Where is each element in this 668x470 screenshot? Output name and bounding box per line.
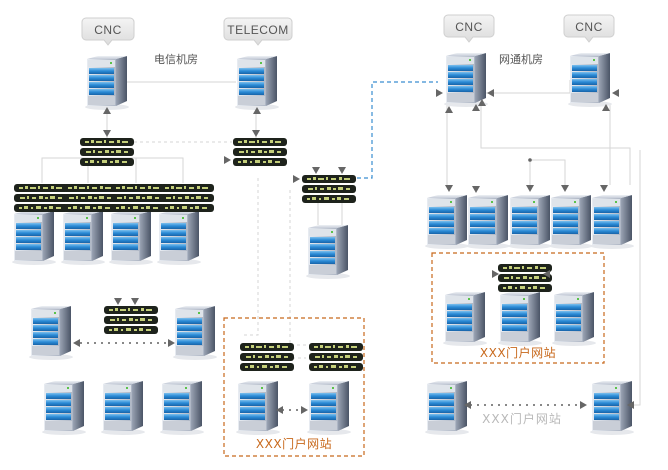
server-left-pair-1[interactable]	[29, 306, 73, 360]
arrow-down-icon	[312, 167, 320, 174]
switch-left-row-1[interactable]	[14, 184, 68, 212]
switch-core-mid[interactable]	[233, 138, 287, 166]
bubble-cnc-2-text: CNC	[455, 20, 483, 34]
bubble-cnc-1: CNC	[81, 17, 135, 46]
server-left-row-1[interactable]	[12, 211, 56, 265]
switch-portal-left-2[interactable]	[309, 343, 363, 371]
server-portal-left-1[interactable]	[236, 381, 280, 435]
arrow-left-icon	[73, 339, 80, 347]
server-left-bottom-1[interactable]	[42, 381, 86, 435]
server-left-pair-2[interactable]	[173, 306, 217, 360]
link-cnc-r4	[530, 159, 566, 185]
arrow-down-icon	[252, 130, 260, 137]
arrow-down-icon	[131, 298, 139, 305]
bubble-cnc-2: CNC	[443, 14, 495, 43]
portal-group-right-box	[431, 252, 605, 364]
switch-left-row-4[interactable]	[160, 184, 214, 212]
switch-portal-left-1[interactable]	[240, 343, 294, 371]
arrow-left-icon	[487, 89, 494, 97]
arrow-down-icon	[445, 185, 453, 192]
server-telecom-cnc[interactable]	[85, 56, 129, 110]
junction-dot	[528, 158, 532, 162]
server-left-row-2[interactable]	[61, 211, 105, 265]
arrow-right-icon	[436, 89, 443, 97]
server-right-bottom-1[interactable]	[425, 381, 469, 435]
portal-label-right-top: XXX门户网站	[480, 345, 556, 360]
bubble-cnc-1-text: CNC	[94, 23, 122, 37]
room-label-telecom: 电信机房	[154, 52, 198, 66]
portal-label-left: XXX门户网站	[256, 436, 332, 451]
arrow-down-icon	[103, 130, 111, 137]
server-left-row-3[interactable]	[109, 211, 153, 265]
arrow-down-icon	[561, 185, 569, 192]
arrow-down-icon	[338, 167, 346, 174]
arrow-down-icon	[472, 186, 480, 193]
server-right-bottom-2[interactable]	[590, 381, 634, 435]
switch-left-pair[interactable]	[104, 306, 158, 334]
portal-label-right-bottom: XXX门户网站	[482, 411, 562, 426]
bubble-telecom: TELECOM	[223, 17, 293, 46]
server-right-row-5[interactable]	[590, 195, 634, 249]
arrow-right-icon	[293, 175, 300, 183]
switch-aggregation[interactable]	[302, 175, 356, 203]
arrow-right-icon	[224, 156, 231, 164]
link-right-bottom	[628, 150, 641, 406]
server-right-row-4[interactable]	[549, 195, 593, 249]
server-cnc-2[interactable]	[568, 53, 612, 107]
server-left-row-4[interactable]	[157, 211, 201, 265]
server-portal-right-3[interactable]	[552, 292, 596, 346]
server-right-row-2[interactable]	[466, 195, 510, 249]
server-right-row-3[interactable]	[508, 195, 552, 249]
server-telecom-telecom[interactable]	[235, 56, 279, 110]
server-cnc-1[interactable]	[444, 53, 488, 107]
arrow-right-icon	[580, 401, 587, 409]
arrow-right-icon	[168, 339, 175, 347]
bubble-cnc-3: CNC	[563, 14, 615, 43]
link-mid-portal	[244, 178, 259, 336]
arrow-down-icon	[526, 185, 534, 192]
arrow-right-icon	[492, 270, 499, 278]
portal-group-left-box	[223, 317, 365, 457]
arrow-left-icon	[612, 89, 619, 97]
switch-core-left[interactable]	[80, 138, 134, 166]
room-label-cnc: 网通机房	[499, 52, 543, 66]
server-mid[interactable]	[306, 225, 350, 279]
bubble-telecom-text: TELECOM	[227, 23, 289, 37]
server-portal-right-1[interactable]	[443, 292, 487, 346]
arrow-down-icon	[114, 298, 122, 305]
arrow-up-icon	[445, 106, 453, 113]
link-cnc-r-bus	[480, 105, 631, 185]
server-portal-right-2[interactable]	[498, 292, 542, 346]
server-left-bottom-3[interactable]	[160, 381, 204, 435]
link-agg-portal	[289, 190, 310, 346]
switch-left-row-3[interactable]	[111, 184, 165, 212]
server-right-row-1[interactable]	[425, 195, 469, 249]
switch-left-row-2[interactable]	[63, 184, 117, 212]
switch-portal-right[interactable]	[498, 264, 552, 292]
dotted-links	[80, 342, 580, 411]
link-telecom-cnc-interconnect	[357, 81, 438, 179]
server-left-bottom-2[interactable]	[101, 381, 145, 435]
arrow-right-icon	[301, 406, 308, 414]
bubble-cnc-3-text: CNC	[575, 20, 603, 34]
server-portal-left-2[interactable]	[307, 381, 351, 435]
arrow-down-icon	[600, 185, 608, 192]
